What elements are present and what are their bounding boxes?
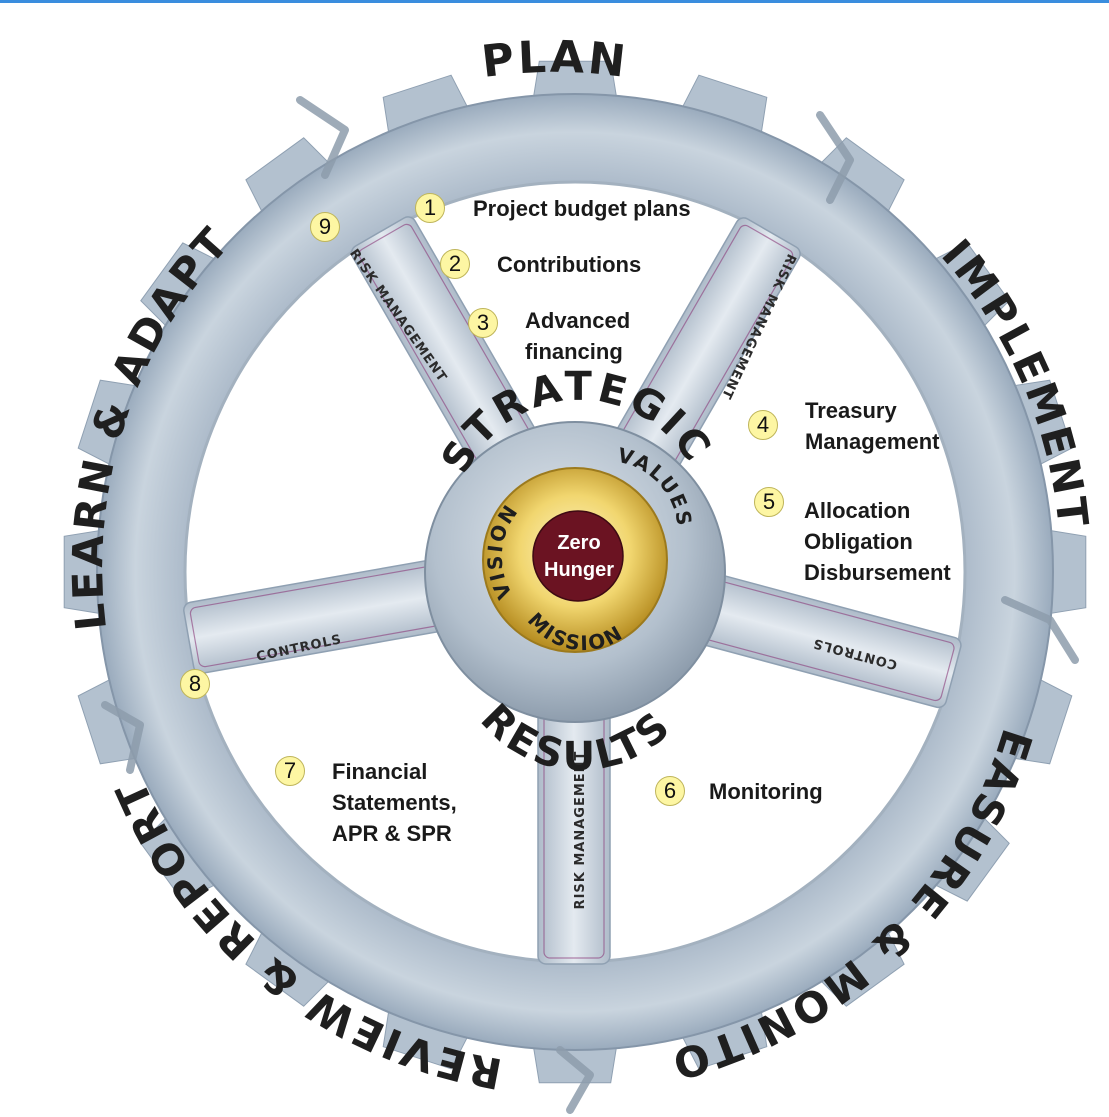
step-number-badge: 1 [415,193,445,223]
step-number-badge: 3 [468,308,498,338]
step-number-badge: 4 [748,410,778,440]
spokes [183,216,962,965]
step-label: Project budget plans [473,196,691,221]
step-8: 8 [180,669,210,699]
step-6: 6 Monitoring [655,776,823,807]
step-number-badge: 5 [754,487,784,517]
step-2: 2 Contributions [440,249,641,280]
step-5: 5 Allocation Obligation Disbursement [754,487,951,588]
top-border-line [0,0,1109,3]
spoke-risk-bottom [537,663,611,965]
step-9: 9 [310,212,340,242]
step-label: Monitoring [709,779,823,804]
step-1: 1 Project budget plans [415,193,691,224]
step-label: Contributions [497,252,642,277]
core-label-hunger: Hunger [544,559,614,581]
ring-chevrons [101,96,1079,1114]
step-number-badge: 8 [180,669,210,699]
step-label: Allocation Obligation Disbursement [804,498,951,585]
step-number-badge: 2 [440,249,470,279]
step-number-badge: 9 [310,212,340,242]
segment-label-plan: PLAN [479,32,631,88]
step-label: Financial Statements, APR & SPR [332,759,457,846]
core-label-zero: Zero [557,532,600,554]
step-label: Treasury Management [805,398,940,454]
step-7: 7 Financial Statements, APR & SPR [275,756,457,849]
step-number-badge: 7 [275,756,305,786]
spoke-label-risk-bottom: RISK MANAGEMENT [573,751,588,910]
step-label: Advanced financing [525,308,631,364]
step-4: 4 Treasury Management [748,395,939,457]
core-disc [532,510,624,602]
step-3: 3 Advanced financing [468,305,630,367]
step-number-badge: 6 [655,776,685,806]
